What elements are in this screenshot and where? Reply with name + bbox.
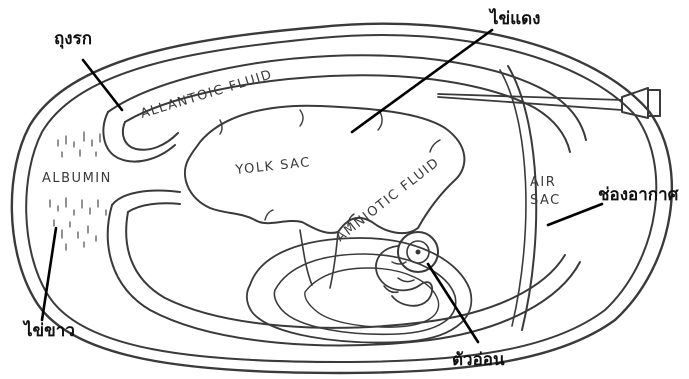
albumin-stipple: [50, 132, 106, 250]
allantois-pocket: [103, 112, 175, 162]
allantois-lower-pocket: [112, 191, 180, 212]
label-air-sac: ช่องอากาศ: [598, 185, 680, 205]
allantois-pocket-inner: [123, 122, 178, 150]
air-sac-label-2: SAC: [530, 193, 561, 208]
allantoic-fluid-label: ALLANTOIC FLUID: [139, 67, 275, 122]
air-sac-membrane-inner: [500, 70, 526, 326]
allantoic-membrane-upper-inner: [125, 75, 570, 152]
leader-yolk: [352, 30, 492, 132]
label-yolk: ไข่แดง: [488, 8, 540, 29]
yolk-sac-label: YOLK SAC: [234, 155, 312, 178]
label-albumen: ไข่ขาว: [22, 320, 75, 341]
label-allantois: ถุงรก: [54, 29, 92, 49]
amnion-inner: [305, 268, 439, 327]
albumin-label: ALBUMIN: [42, 171, 112, 186]
label-embryo: ตัวอ่อน: [452, 350, 505, 370]
leader-albumen: [42, 228, 56, 320]
air-sac-label-1: AIR: [530, 175, 556, 190]
